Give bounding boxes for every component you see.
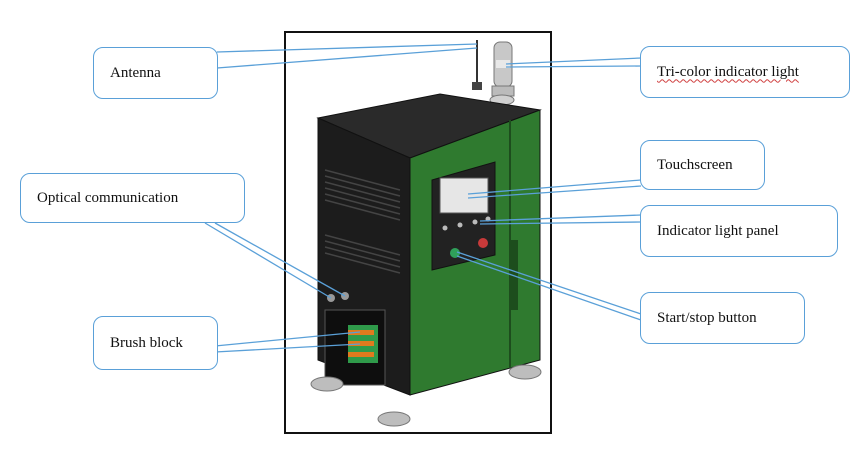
callout-antenna: Antenna xyxy=(93,47,218,99)
callout-touchscreen-label: Touchscreen xyxy=(657,156,733,173)
callout-brush-block: Brush block xyxy=(93,316,218,370)
callout-optical-communication-label: Optical communication xyxy=(37,189,179,206)
callout-indicator-light-panel: Indicator light panel xyxy=(640,205,838,257)
touchscreen-leader xyxy=(467,185,642,199)
callout-optical-communication: Optical communication xyxy=(20,173,245,223)
tricolor-leader xyxy=(505,65,642,68)
antenna-leader xyxy=(216,47,478,69)
optical-leader xyxy=(204,222,332,299)
startstop-leader xyxy=(456,251,642,315)
optical-leader xyxy=(214,222,346,297)
startstop-leader xyxy=(456,255,642,321)
brush-leader xyxy=(214,343,361,353)
callout-antenna-label: Antenna xyxy=(110,64,161,81)
callout-brush-block-label: Brush block xyxy=(110,334,183,351)
callout-tricolor-light: Tri-color indicator light xyxy=(640,46,850,98)
callout-start-stop-button: Start/stop button xyxy=(640,292,805,344)
antenna-leader xyxy=(216,43,478,53)
callout-start-stop-button-label: Start/stop button xyxy=(657,309,757,326)
antenna-graphic xyxy=(472,40,482,90)
indicator-panel-leader xyxy=(479,221,642,225)
indicator-panel-leader xyxy=(479,214,642,222)
callout-indicator-light-panel-label: Indicator light panel xyxy=(657,222,779,239)
callout-tricolor-light-label: Tri-color indicator light xyxy=(657,63,799,80)
brush-leader xyxy=(214,331,361,347)
touchscreen-leader xyxy=(467,179,642,195)
callout-touchscreen: Touchscreen xyxy=(640,140,765,190)
tricolor-leader xyxy=(505,57,642,65)
